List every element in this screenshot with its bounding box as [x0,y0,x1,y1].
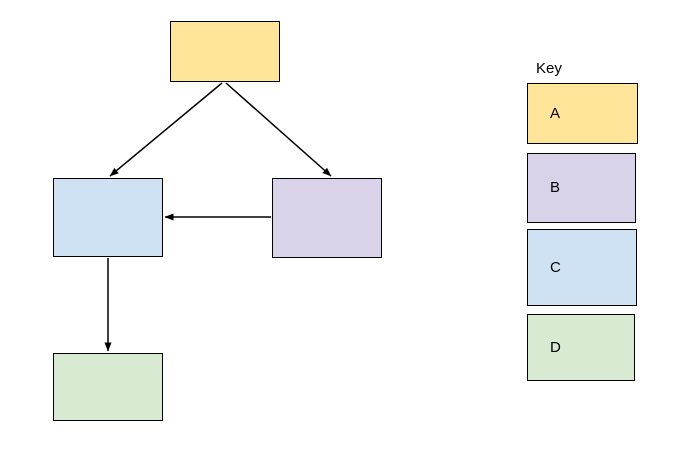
node-a[interactable] [170,21,280,82]
key-swatch-c[interactable] [527,229,637,306]
node-d[interactable] [53,353,163,421]
key-label-a: A [550,105,561,122]
key-label-c: C [550,259,561,276]
edge-a-to-c [109,82,223,177]
node-c[interactable] [53,178,163,257]
key-swatch-a[interactable] [527,83,638,144]
key-swatch-d[interactable] [527,314,635,381]
key-label-d: D [550,339,561,356]
key-title: Key [536,60,562,77]
key-swatch-b[interactable] [527,153,636,223]
edge-a-to-b [225,82,332,177]
node-b[interactable] [272,178,382,258]
key-label-b: B [550,179,561,196]
